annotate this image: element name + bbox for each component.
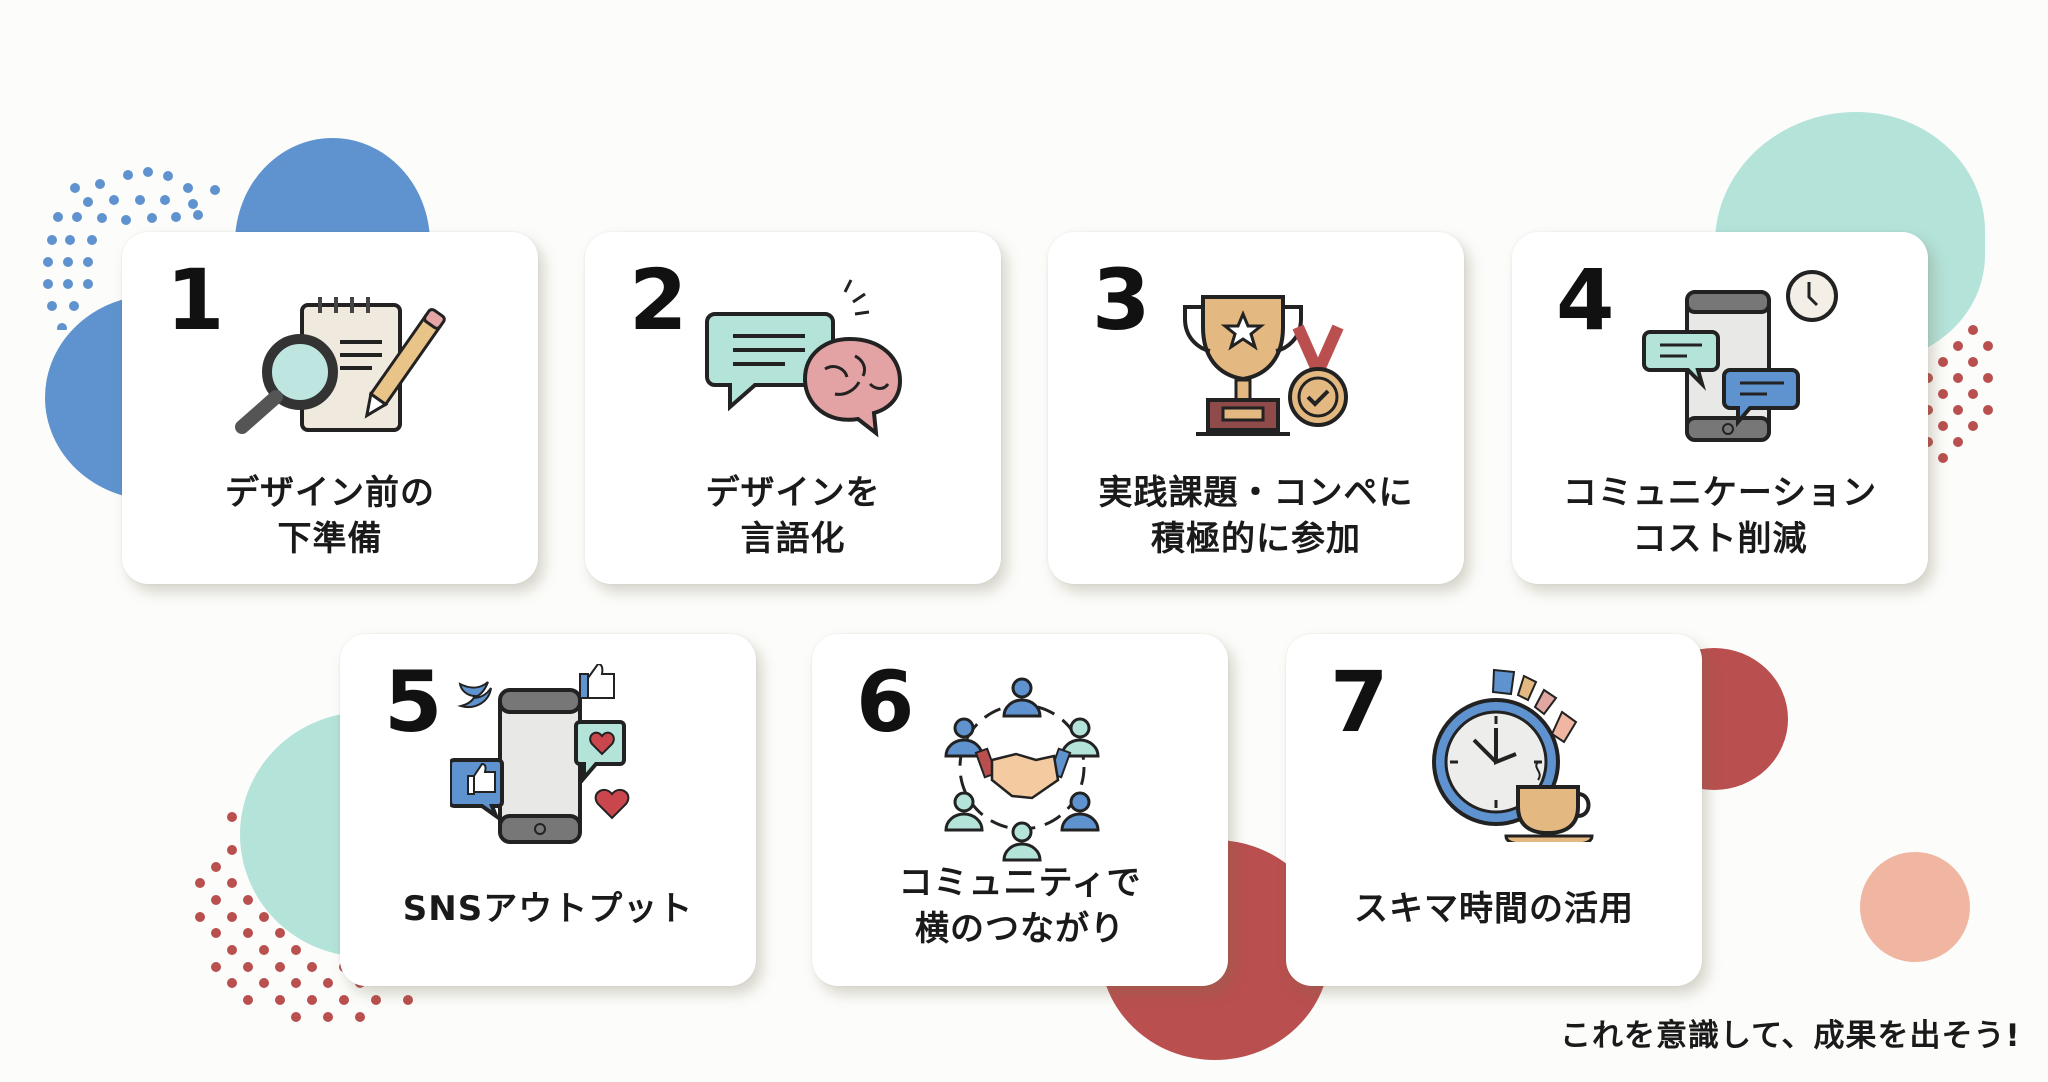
blue-dot-pattern [43,167,220,330]
card-number: 4 [1556,251,1615,349]
footer-message: これを意識して、成果を出そう! [1560,1018,2021,1054]
phone-chat-clock-icon [1642,270,1838,442]
card-number: 2 [629,251,688,349]
clock-coffee-icon [1432,668,1594,842]
card-3: 3 実践課題・コンペに 積極的に参加 [1048,232,1464,584]
speech-bubble-brain-icon [705,279,903,438]
card-5: 5 SNSアウトプット [340,634,756,986]
card-number: 6 [856,653,915,751]
notepad-magnifier-pencil-icon [235,297,446,434]
card-2: 2 デザインを 言語化 [585,232,1001,584]
red-dot-pattern-right [1925,325,1993,463]
card-label: コミュニケーション コスト削減 [1562,473,1878,559]
card-label: SNSアウトプット [402,889,694,929]
card-label: スキマ時間の活用 [1354,889,1634,929]
card-4: 4 コミュニケーション コスト削減 [1512,232,1928,584]
card-label: 実践課題・コンペに 積極的に参加 [1098,473,1414,559]
card-6: 6 コミュニティで 横のつながり [812,634,1228,986]
card-number: 5 [384,653,443,751]
card-label: コミュニティで 横のつながり [898,863,1142,949]
card-number: 3 [1092,251,1151,349]
card-1: 1 デザイン前の 下準備 [122,232,538,584]
card-number: 1 [166,251,225,349]
phone-social-likes-icon [450,664,630,844]
trophy-medal-icon [1183,295,1348,436]
community-handshake-icon [944,677,1100,862]
card-7: 7 スキマ時間の活用 [1286,634,1702,986]
card-number: 7 [1330,653,1389,751]
peach-circle [1860,852,1970,962]
card-label: デザイン前の 下準備 [225,473,435,559]
card-label: デザインを 言語化 [705,473,881,559]
